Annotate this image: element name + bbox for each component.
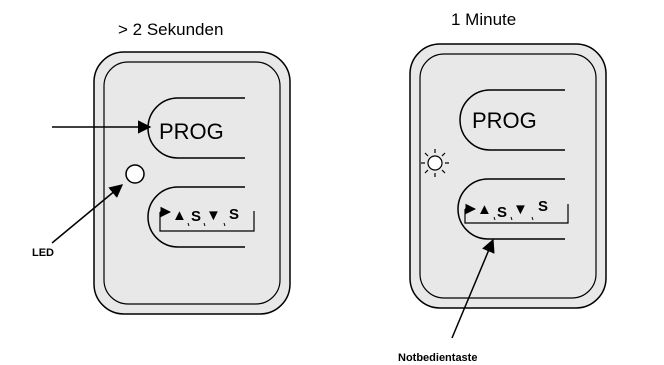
sequence-tick	[187, 222, 190, 227]
led-off-indicator	[125, 164, 145, 184]
led-left	[125, 164, 145, 184]
led-pointer-arrow	[51, 184, 124, 244]
caption-right: 1 Minute	[451, 10, 516, 29]
prog-button-right[interactable]: PROG	[459, 89, 565, 151]
down-arrow-icon: ▼	[513, 201, 528, 218]
led-lit-icon	[421, 149, 449, 177]
led-right	[421, 149, 449, 177]
emergency-button-right[interactable]: ▲ S ▼ S	[457, 178, 569, 240]
emergency-button-left[interactable]: ▲ S ▼ S	[147, 186, 255, 248]
emergency-button-outline	[457, 178, 565, 240]
prog-button-label: PROG	[159, 119, 224, 144]
sequence-tick	[223, 222, 226, 227]
down-arrow-icon: ▼	[206, 207, 221, 224]
sequence-s2: S	[538, 198, 548, 215]
panel-right: 1 Minute PROG ▲ S	[398, 10, 607, 364]
prog-button-outline	[459, 89, 565, 151]
sequence-tick	[493, 216, 496, 221]
sequence-s2: S	[229, 206, 239, 223]
prog-button-label: PROG	[472, 108, 537, 133]
switch-plate-inner-right	[419, 53, 597, 299]
emergency-button-label: Notbedientaste	[398, 352, 477, 364]
sequence-tick	[510, 216, 513, 221]
sequence-s1: S	[497, 204, 507, 221]
led-label: LED	[32, 247, 54, 259]
sequence-tick	[531, 216, 534, 221]
caption-left: > 2 Sekunden	[118, 20, 223, 39]
sequence-tick	[203, 222, 206, 227]
sequence-s1: S	[191, 208, 201, 225]
emergency-pointer-arrow	[451, 238, 495, 339]
up-arrow-icon: ▲	[477, 201, 492, 218]
sequence-loop	[464, 204, 569, 224]
sequence-loop	[159, 211, 255, 232]
emergency-button-outline	[147, 186, 245, 248]
up-arrow-icon: ▲	[172, 207, 187, 224]
panel-left: > 2 Sekunden PROG ▲ S ▼ S LED	[32, 20, 291, 315]
